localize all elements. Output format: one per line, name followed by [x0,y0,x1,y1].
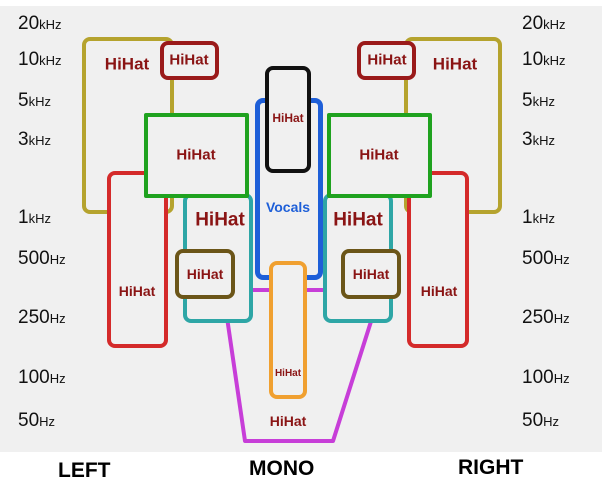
label-olive-right: HiHat [432,54,478,74]
position-mono: MONO [249,457,315,480]
freq-label-left-50: 50Hz [18,410,56,431]
freq-label-right-20k: 20kHz [522,13,566,34]
freq-label-right-5k: 5kHz [522,90,555,111]
freq-label-left-3k: 3kHz [18,129,51,150]
label-brown-left: HiHat [186,266,224,282]
position-left: LEFT [58,459,111,482]
green-box-right [327,113,432,198]
freq-label-right-10k: 10kHz [522,49,566,70]
freq-label-right-100: 100Hz [522,367,570,388]
freq-label-left-100: 100Hz [18,367,66,388]
label-purple-mono: HiHat [269,413,307,429]
label-green-right: HiHat [359,146,399,164]
label-teal-left: HiHat [195,209,245,231]
freq-label-right-50: 50Hz [522,410,560,431]
freq-label-left-20k: 20kHz [18,13,62,34]
freq-label-right-500: 500Hz [522,248,570,269]
label-black-mono: HiHat [272,111,304,125]
position-right: RIGHT [458,456,524,479]
label-red-right: HiHat [420,283,458,299]
black-box-mono [265,66,311,173]
freq-label-right-1k: 1kHz [522,207,555,228]
green-box-left [144,113,249,198]
red-box-right [407,171,469,348]
freq-label-left-5k: 5kHz [18,90,51,111]
freq-label-left-250: 250Hz [18,307,66,328]
brown-box-left [175,249,235,299]
label-teal-right: HiHat [333,209,383,231]
label-darkred-left: HiHat [169,51,209,69]
label-vocals: Vocals [265,199,311,215]
freq-label-right-3k: 3kHz [522,129,555,150]
label-orange-mono: HiHat [274,368,302,379]
label-brown-right: HiHat [352,266,390,282]
label-red-left: HiHat [118,283,156,299]
label-olive-left: HiHat [104,54,150,74]
red-box-left [107,171,168,348]
label-green-left: HiHat [176,146,216,164]
label-darkred-right: HiHat [367,51,407,69]
darkred-box-left [160,41,219,80]
freq-label-right-250: 250Hz [522,307,570,328]
freq-label-left-10k: 10kHz [18,49,62,70]
freq-label-left-1k: 1kHz [18,207,51,228]
orange-box-mono [269,261,307,399]
brown-box-right [341,249,401,299]
freq-label-left-500: 500Hz [18,248,66,269]
darkred-box-right [357,41,416,80]
